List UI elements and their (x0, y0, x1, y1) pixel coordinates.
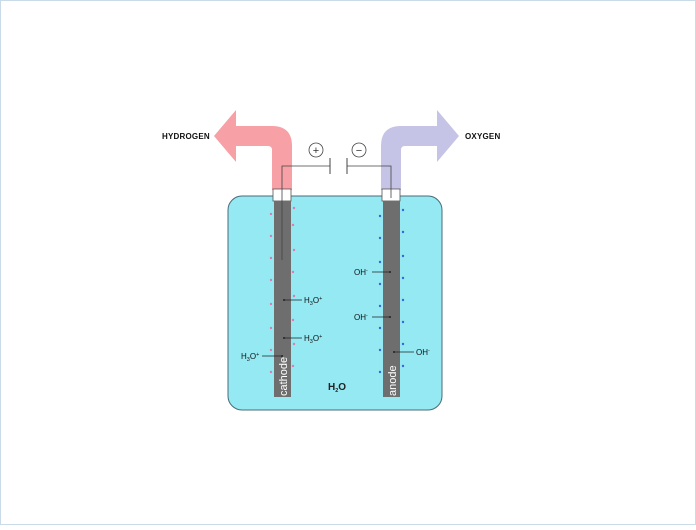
hydronium-ion-3: H3O+ (241, 352, 283, 363)
positive-terminal-icon (308, 142, 324, 158)
hydroxide-ion-2: OH- (354, 313, 391, 322)
cathode-electrode (274, 201, 291, 397)
electrolyte-tank (227, 195, 443, 411)
cathode-wire (281, 165, 330, 260)
anode-label: anode (387, 365, 399, 396)
anode-bubbles (378, 208, 405, 374)
svg-text:OH-: OH- (354, 268, 368, 277)
negative-terminal-icon (351, 142, 367, 158)
svg-text:OH-: OH- (354, 313, 368, 322)
hydronium-ion-1: H3O+ (283, 296, 322, 307)
water-label: H2O (328, 382, 346, 394)
svg-text:OH-: OH- (416, 348, 430, 357)
negative-terminal-sign: − (356, 145, 362, 157)
hydronium-ion-2: H3O+ (283, 334, 322, 345)
hydrogen-label: HYDROGEN (162, 132, 210, 141)
oxygen-label: OXYGEN (465, 132, 500, 141)
cathode-label: cathode (278, 357, 290, 396)
positive-terminal-sign: + (313, 145, 319, 157)
cathode-bubbles (269, 206, 296, 374)
hydroxide-ion-3: OH- (393, 348, 430, 357)
svg-text:H3O+: H3O+ (304, 296, 322, 307)
hydrogen-arrow (214, 110, 292, 190)
anode-electrode (383, 201, 400, 397)
svg-text:H3O+: H3O+ (304, 334, 322, 345)
anode-wire (347, 165, 392, 198)
svg-text:H3O+: H3O+ (241, 352, 259, 363)
hydroxide-ion-1: OH- (354, 268, 391, 277)
oxygen-arrow (381, 110, 459, 190)
